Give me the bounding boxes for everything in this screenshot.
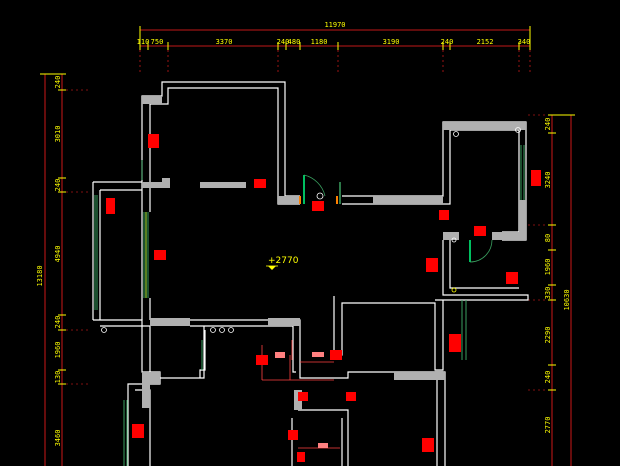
right-dim-6: 2290 bbox=[544, 327, 552, 344]
right-dim-3: 80 bbox=[544, 234, 552, 242]
right-dim-2: 3240 bbox=[544, 172, 552, 189]
fixtures bbox=[101, 127, 521, 333]
top-dim-10: 340 bbox=[518, 38, 531, 46]
windows bbox=[94, 145, 525, 466]
top-dim-2: 750 bbox=[151, 38, 164, 46]
left-dim-3: 240 bbox=[54, 179, 62, 192]
left-dim-7: 130 bbox=[54, 371, 62, 384]
top-dim-4: 240 bbox=[277, 38, 290, 46]
elevation-label: +2770 bbox=[268, 256, 299, 266]
right-dim-5: 330 bbox=[544, 287, 552, 300]
right-dimension-chain: 10630 240 3240 80 1960 330 2290 240 2770 bbox=[528, 114, 575, 466]
left-dim-6: 1960 bbox=[54, 342, 62, 359]
elevation-marker: +2770 bbox=[266, 256, 299, 270]
top-overall-dimension: 11970 bbox=[324, 21, 345, 29]
right-dim-1: 240 bbox=[544, 118, 552, 131]
right-dim-4: 1960 bbox=[544, 259, 552, 276]
top-dimension-chain: 11970 110 750 3370 240 480 1180 3190 240… bbox=[137, 21, 531, 74]
top-dim-9: 2152 bbox=[477, 38, 494, 46]
right-dim-7: 240 bbox=[544, 371, 552, 384]
right-overall-dimension: 10630 bbox=[563, 289, 571, 310]
top-dim-8: 240 bbox=[441, 38, 454, 46]
left-dimension-chain: 13180 240 3010 240 4940 240 1960 130 346… bbox=[36, 73, 90, 466]
left-dim-2: 3010 bbox=[54, 126, 62, 143]
top-dim-1: 110 bbox=[137, 38, 150, 46]
right-dim-8: 2770 bbox=[544, 417, 552, 434]
wall-fills bbox=[142, 96, 526, 410]
top-dim-7: 3190 bbox=[383, 38, 400, 46]
room-tags bbox=[106, 134, 541, 462]
doors bbox=[299, 174, 493, 263]
left-dim-1: 240 bbox=[54, 76, 62, 89]
pink-fixtures bbox=[275, 352, 328, 448]
left-dim-5: 240 bbox=[54, 316, 62, 329]
top-dim-3: 3370 bbox=[216, 38, 233, 46]
top-dim-5: 480 bbox=[288, 38, 301, 46]
left-dim-8: 3460 bbox=[54, 430, 62, 447]
top-dim-6: 1180 bbox=[311, 38, 328, 46]
left-overall-dimension: 13180 bbox=[36, 265, 44, 286]
left-dim-4: 4940 bbox=[54, 246, 62, 263]
